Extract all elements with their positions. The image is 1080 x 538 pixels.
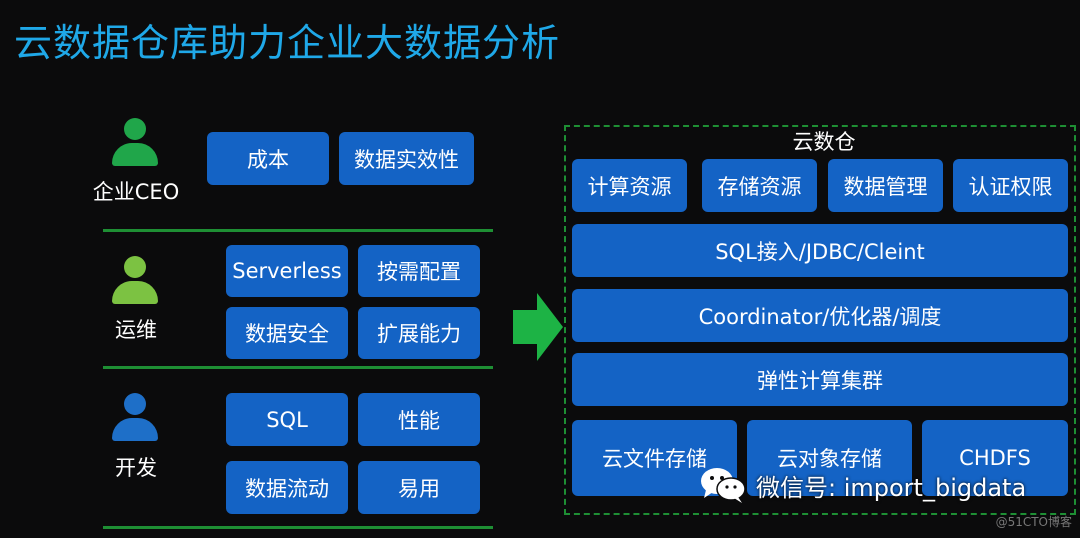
wechat-icon (701, 468, 746, 503)
requirement-box: 数据流动 (226, 461, 348, 514)
page-title: 云数据仓库助力企业大数据分析 (14, 21, 561, 65)
storage-box: CHDFS (922, 420, 1068, 496)
requirement-box: 数据安全 (226, 307, 348, 359)
wechat-account: 微信号: import_bigdata (700, 466, 1026, 504)
role-label: 企业CEO (92, 180, 180, 204)
watermark: @51CTO博客 (995, 515, 1072, 529)
section-divider (103, 229, 493, 232)
cloud-warehouse-title: 云数仓 (792, 130, 856, 154)
requirement-box: 扩展能力 (358, 307, 480, 359)
requirement-box: 数据实效性 (339, 132, 474, 185)
storage-box: 云对象存储 (747, 420, 912, 496)
requirement-box: 成本 (207, 132, 329, 185)
requirement-box: 易用 (358, 461, 480, 514)
cloud-module-box: 存储资源 (702, 159, 817, 212)
requirement-box: 性能 (358, 393, 480, 446)
requirement-box: SQL (226, 393, 348, 446)
person-icon (112, 393, 158, 441)
cloud-layer-box: SQL接入/JDBC/Cleint (572, 224, 1068, 277)
right-arrow-icon (513, 293, 563, 361)
section-divider (103, 526, 493, 529)
cloud-module-box: 数据管理 (828, 159, 943, 212)
requirement-box: Serverless (226, 245, 348, 297)
cloud-warehouse-frame (564, 125, 1076, 515)
cloud-module-box: 计算资源 (572, 159, 687, 212)
section-divider (103, 366, 493, 369)
wechat-id-text: 微信号: import_bigdata (756, 473, 1027, 502)
role-label: 运维 (115, 318, 157, 342)
person-icon (112, 256, 158, 304)
cloud-layer-box: 弹性计算集群 (572, 353, 1068, 406)
person-icon (112, 118, 158, 166)
cloud-module-box: 认证权限 (953, 159, 1068, 212)
cloud-layer-box: Coordinator/优化器/调度 (572, 289, 1068, 342)
role-label: 开发 (115, 456, 157, 480)
requirement-box: 按需配置 (358, 245, 480, 297)
